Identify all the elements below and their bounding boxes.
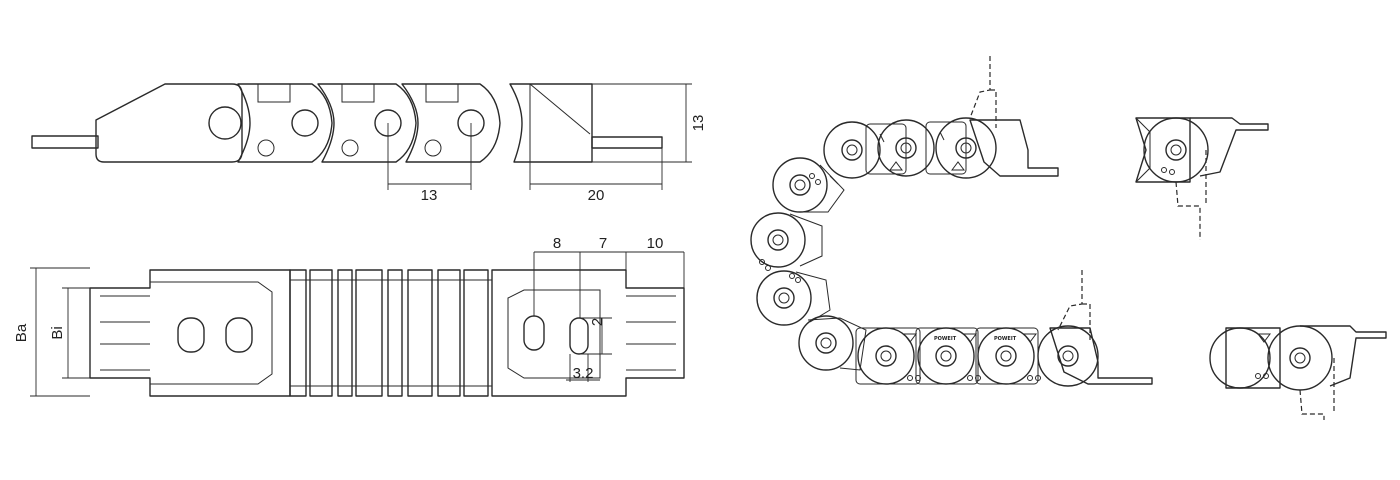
dim-end-length: 20 — [588, 187, 605, 204]
bent-chain-view: POWEIT POWEIT — [750, 56, 1153, 387]
dim-outer-width: Ba — [13, 323, 30, 342]
logo-text: POWEIT — [994, 336, 1017, 342]
dim-hole-offset: 8 — [553, 235, 561, 252]
chain-top-view — [30, 251, 685, 397]
dim-slot-length: 3.2 — [573, 365, 594, 382]
logo-text: POWEIT — [934, 336, 957, 342]
end-detail-bottom — [1209, 325, 1387, 420]
dim-height: 13 — [690, 115, 707, 132]
end-detail-top — [1135, 117, 1269, 240]
chain-side-view — [31, 83, 692, 190]
dim-pitch: 13 — [421, 187, 438, 204]
dim-end-offset: 10 — [647, 235, 664, 252]
dim-slot-width: 2 — [589, 318, 606, 326]
dim-hole-pitch: 7 — [599, 235, 607, 252]
dim-inner-width: Bi — [49, 326, 66, 339]
